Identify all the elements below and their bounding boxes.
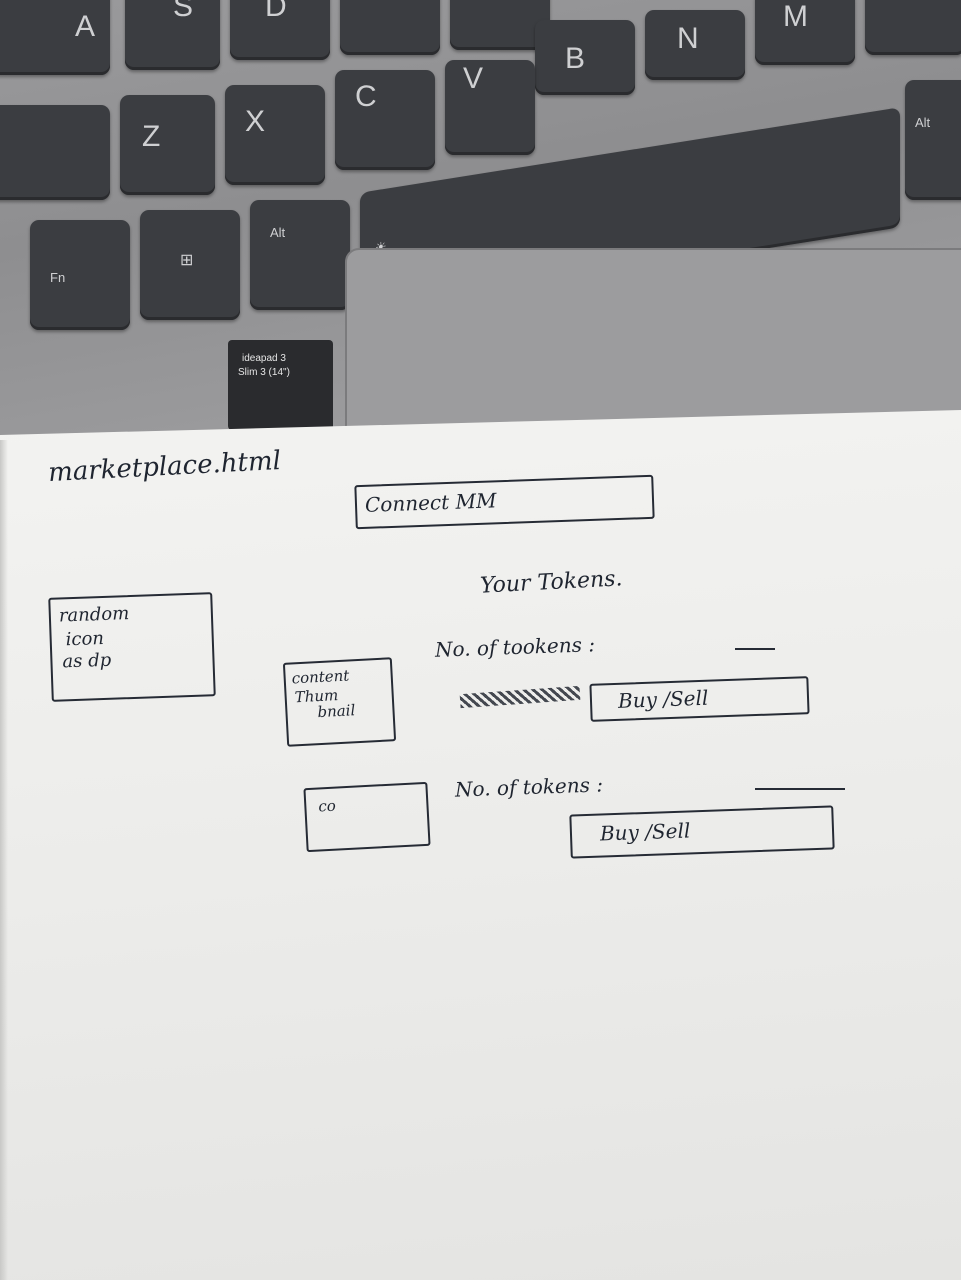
key-d-label: D [265,0,287,23]
key-n: N [645,10,745,80]
paper-fold-shadow [0,440,8,1280]
thumbnail-box-1: content Thum bnail [282,657,397,747]
tokens-count-label-1: No. of tookens : [434,632,596,662]
key-d: D [230,0,330,60]
tokens-count-blank-2 [755,788,845,790]
brand-line-2: Slim 3 (14") [238,367,290,378]
your-tokens-heading: Your Tokens. [479,566,624,599]
connect-mm-label: Connect MM [364,488,497,517]
key-s: S [125,0,220,70]
sketch-paper: marketplace.html Connect MM Your Tokens.… [0,410,961,1280]
windows-icon: ⊞ [180,252,194,269]
thumb2-text: co [317,796,337,816]
buy-sell-label-2: Buy /Sell [599,818,691,846]
key-b: B [535,20,635,95]
key-alt: Alt [250,200,350,310]
avatar-box: random icon as dp [48,592,216,702]
key-fn-label: Fn [50,270,66,285]
key-a-label: A [75,10,96,43]
brand-label: ideapad 3 Slim 3 (14") [228,340,333,430]
key-alt-label: Alt [270,225,286,240]
key-n-label: N [677,22,699,55]
tokens-count-label-2: No. of tokens : [454,772,604,802]
key-b-label: B [565,42,586,75]
key-comma [865,0,961,55]
thumb-text-3: bnail [317,701,356,722]
buy-sell-label-1: Buy /Sell [617,685,709,713]
key-g [450,0,550,50]
key-win: ⊞ [140,210,240,320]
laptop-deck: A S D B N M Z X C V Fn ⊞ Alt ☀ Alt [0,0,961,472]
buy-sell-button-1: Buy /Sell [589,676,810,722]
scribbled-out-text [459,685,581,709]
key-z: Z [120,95,215,195]
key-v: V [445,60,535,155]
file-name-heading: marketplace.html [47,445,282,489]
key-shift [0,105,110,200]
avatar-text-3: as dp [62,649,112,673]
key-c: C [335,70,435,170]
key-alt-right: Alt [905,80,961,200]
thumb-text-1: content [291,666,350,688]
connect-mm-button: Connect MM [354,474,655,530]
thumbnail-box-2: co [303,781,431,853]
tokens-count-blank-1 [735,648,775,650]
key-m-label: M [783,0,808,33]
key-z-label: Z [142,120,161,153]
buy-sell-button-2: Buy /Sell [569,805,835,859]
key-fn: Fn [30,220,130,330]
key-m: M [755,0,855,65]
key-alt-right-label: Alt [915,115,931,130]
key-c-label: C [355,80,377,113]
key-s-label: S [173,0,194,23]
key-f [340,0,440,55]
brand-line-1: ideapad 3 [242,353,286,364]
key-a: A [0,0,110,75]
key-v-label: V [463,62,484,95]
key-x-label: X [245,105,266,138]
avatar-text-2: icon [65,627,105,651]
avatar-text-1: random [58,603,130,627]
key-x: X [225,85,325,185]
